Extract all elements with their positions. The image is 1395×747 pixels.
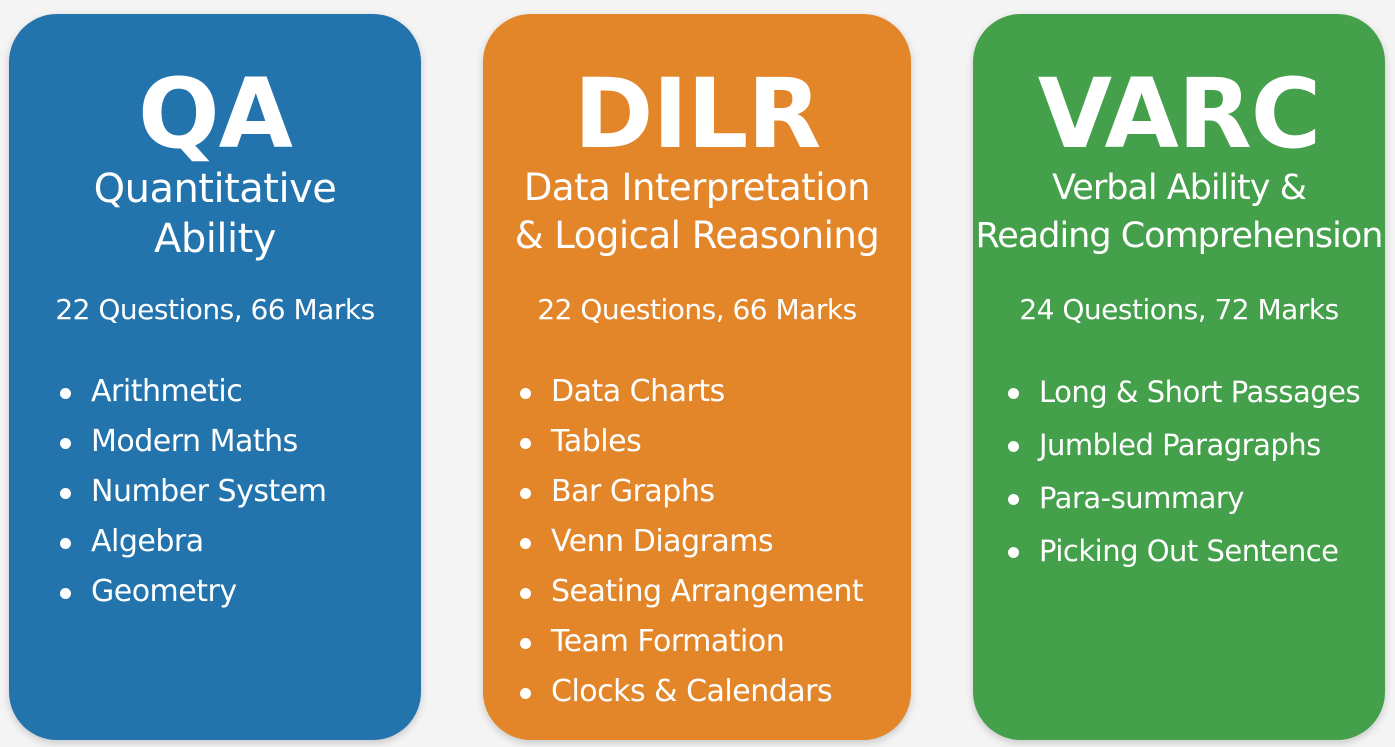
- bullet-icon: [520, 538, 531, 549]
- bullet-icon: [60, 488, 71, 499]
- topic-item: Jumbled Paragraphs: [1008, 423, 1360, 476]
- bullet-icon: [520, 438, 531, 449]
- bullet-icon: [520, 688, 531, 699]
- topic-item: Tables: [520, 420, 863, 470]
- topic-list: Data Charts Tables Bar Graphs Venn Diagr…: [520, 370, 864, 720]
- topic-label: Para-summary: [1039, 481, 1244, 515]
- bullet-icon: [60, 538, 71, 549]
- question-marks-count: 22 Questions, 66 Marks: [55, 293, 375, 326]
- topic-item: Clocks & Calendars: [520, 670, 863, 720]
- section-name-line-2: Reading Comprehension: [975, 216, 1384, 256]
- section-abbreviation: QA: [138, 58, 293, 170]
- bullet-icon: [520, 388, 531, 399]
- topic-item: Modern Maths: [60, 420, 326, 470]
- varc-section-card: VARC Verbal Ability & Reading Comprehens…: [973, 14, 1385, 740]
- bullet-icon: [60, 388, 71, 399]
- topic-item: Team Formation: [520, 620, 863, 670]
- topic-item: Geometry: [60, 570, 326, 620]
- topic-item: Long & Short Passages: [1008, 370, 1361, 423]
- bullet-icon: [520, 638, 531, 649]
- topic-label: Venn Diagrams: [551, 524, 774, 559]
- topic-item: Seating Arrangement: [520, 570, 864, 620]
- section-name-line-1: Quantitative: [93, 166, 337, 212]
- topic-label: Seating Arrangement: [551, 574, 864, 609]
- bullet-icon: [520, 588, 531, 599]
- section-name-line-1: Data Interpretation: [523, 166, 871, 209]
- topic-list: Long & Short Passages Jumbled Paragraphs…: [1008, 370, 1361, 582]
- topic-item: Para-summary: [1008, 476, 1360, 529]
- section-name-line-2: Ability: [154, 216, 276, 262]
- bullet-icon: [60, 588, 71, 599]
- topic-label: Jumbled Paragraphs: [1039, 428, 1321, 462]
- topic-label: Arithmetic: [91, 374, 243, 409]
- topic-item: Arithmetic: [60, 370, 326, 420]
- topic-label: Long & Short Passages: [1039, 375, 1361, 409]
- topic-label: Geometry: [91, 574, 237, 609]
- question-marks-count: 22 Questions, 66 Marks: [537, 293, 857, 326]
- topic-label: Team Formation: [551, 624, 785, 659]
- topic-item: Number System: [60, 470, 327, 520]
- topic-label: Tables: [551, 424, 642, 459]
- topic-label: Bar Graphs: [551, 474, 715, 509]
- topic-item: Algebra: [60, 520, 326, 570]
- section-abbreviation: DILR: [573, 58, 822, 170]
- bullet-icon: [520, 488, 531, 499]
- bullet-icon: [1008, 388, 1019, 399]
- topic-item: Bar Graphs: [520, 470, 863, 520]
- topic-item: Data Charts: [520, 370, 863, 420]
- question-marks-count: 24 Questions, 72 Marks: [1019, 293, 1339, 326]
- topic-label: Number System: [91, 474, 327, 509]
- section-full-name: Verbal Ability & Reading Comprehension: [973, 164, 1385, 260]
- section-name-line-2: & Logical Reasoning: [514, 214, 880, 257]
- topic-item: Venn Diagrams: [520, 520, 863, 570]
- topic-list: Arithmetic Modern Maths Number System Al…: [60, 370, 327, 620]
- qa-section-card: QA Quantitative Ability 22 Questions, 66…: [9, 14, 421, 740]
- topic-label: Data Charts: [551, 374, 725, 409]
- bullet-icon: [60, 438, 71, 449]
- bullet-icon: [1008, 494, 1019, 505]
- section-name-line-1: Verbal Ability &: [1052, 168, 1307, 208]
- topic-label: Picking Out Sentence: [1039, 534, 1339, 568]
- topic-label: Clocks & Calendars: [551, 674, 833, 709]
- bullet-icon: [1008, 441, 1019, 452]
- bullet-icon: [1008, 547, 1019, 558]
- topic-label: Algebra: [91, 524, 204, 559]
- section-full-name: Data Interpretation & Logical Reasoning: [483, 164, 911, 260]
- section-abbreviation: VARC: [1037, 58, 1321, 170]
- topic-label: Modern Maths: [91, 424, 298, 459]
- dilr-section-card: DILR Data Interpretation & Logical Reaso…: [483, 14, 911, 740]
- section-full-name: Quantitative Ability: [9, 164, 421, 264]
- topic-item: Picking Out Sentence: [1008, 529, 1360, 582]
